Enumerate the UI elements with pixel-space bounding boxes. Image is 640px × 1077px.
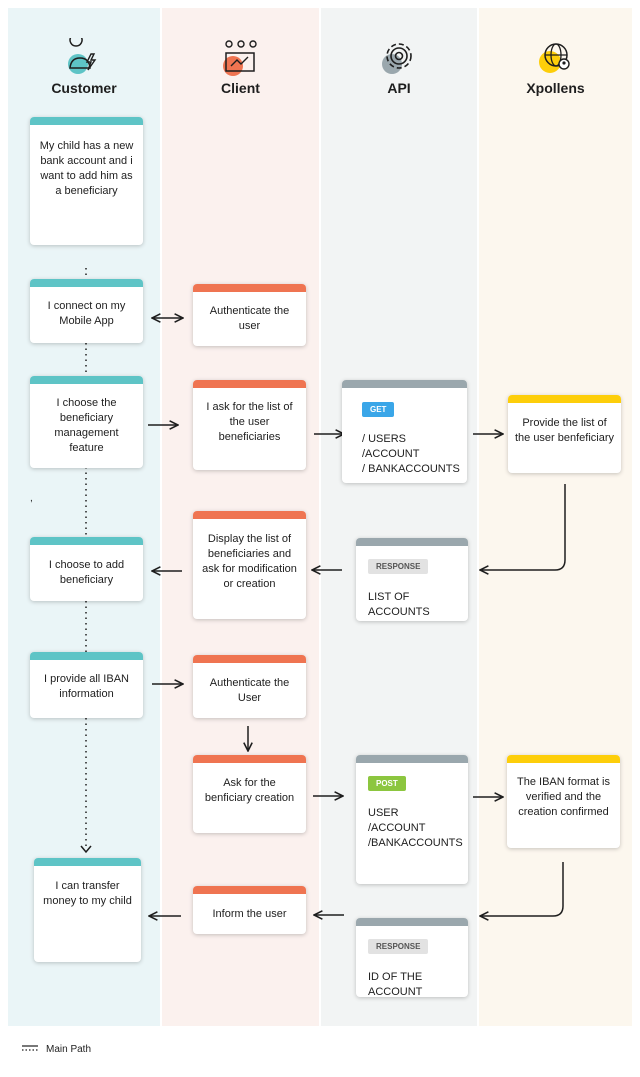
stray-mark: , <box>30 493 33 504</box>
card-text: I choose the beneficiary management feat… <box>54 397 119 454</box>
card-client-ask-creation: Ask for the benficiary creation <box>193 755 306 833</box>
lane-title-api: API <box>387 80 411 96</box>
card-client-display-list: Display the list of beneficiaries and as… <box>193 511 306 619</box>
card-api-get: GET / USERS /ACCOUNT / BANKACCOUNTS <box>342 380 467 483</box>
client-icon <box>162 38 319 83</box>
card-customer-connect: I connect on my Mobile App <box>30 279 143 343</box>
lane-title-xpollens: Xpollens <box>526 80 585 96</box>
endpoint-line: /ACCOUNT <box>368 822 426 834</box>
endpoint-line: /BANKACCOUNTS <box>368 837 463 849</box>
card-customer-transfer: I can transfer money to my child <box>34 858 141 962</box>
card-text: I ask for the list of the user beneficia… <box>206 401 293 443</box>
card-customer-add: I choose to add beneficiary <box>30 537 143 601</box>
endpoint-line: / BANKACCOUNTS <box>362 463 460 475</box>
card-text: Authenticate the user <box>209 305 290 332</box>
endpoint-line: /ACCOUNT <box>362 448 420 460</box>
card-text: Display the list of beneficiaries and as… <box>202 533 297 590</box>
card-text: My child has a new bank account and i wa… <box>39 140 134 197</box>
card-text: I choose to add beneficiary <box>48 559 125 586</box>
card-customer-iban: I provide all IBAN information <box>30 652 143 718</box>
main-path-legend-icon <box>22 1045 38 1051</box>
response-badge: RESPONSE <box>368 559 429 574</box>
card-api-response-list: RESPONSE LIST OF ACCOUNTS <box>356 538 468 621</box>
response-badge: RESPONSE <box>368 939 429 954</box>
card-client-authenticate-2: Authenticate the User <box>193 655 306 718</box>
card-api-response-id: RESPONSE ID OF THE ACCOUNT <box>356 918 468 998</box>
card-customer-choose-feature: I choose the beneficiary management feat… <box>30 376 143 468</box>
xpollens-globe-icon <box>479 38 632 83</box>
card-text: Inform the user <box>212 908 287 920</box>
get-badge: GET <box>362 402 395 417</box>
customer-icon <box>8 33 160 83</box>
legend-label: Main Path <box>46 1044 92 1055</box>
card-text: The IBAN format is verified and the crea… <box>517 776 610 818</box>
api-gear-icon <box>321 38 477 83</box>
card-customer-need: My child has a new bank account and i wa… <box>30 117 143 245</box>
response-line: LIST OF <box>368 591 410 603</box>
endpoint-line: USER <box>368 807 399 819</box>
post-badge: POST <box>368 776 406 791</box>
card-client-ask-list: I ask for the list of the user beneficia… <box>193 380 306 470</box>
card-client-authenticate: Authenticate the user <box>193 284 306 346</box>
lane-title-client: Client <box>221 80 260 96</box>
card-xpollens-iban-verified: The IBAN format is verified and the crea… <box>507 755 620 848</box>
card-text: Authenticate the User <box>209 677 290 704</box>
card-text: Ask for the benficiary creation <box>204 777 295 804</box>
card-text: I connect on my Mobile App <box>47 300 126 327</box>
response-line: ID OF THE ACCOUNT <box>368 971 423 998</box>
card-text: I provide all IBAN information <box>44 673 129 700</box>
lane-xpollens: Xpollens <box>479 8 632 1026</box>
card-text: Provide the list of the user benfeficiar… <box>514 417 615 444</box>
endpoint-line: / USERS <box>362 433 407 445</box>
card-api-post: POST USER /ACCOUNT /BANKACCOUNTS <box>356 755 468 884</box>
card-text: I can transfer money to my child <box>43 880 132 907</box>
response-line: ACCOUNTS <box>368 606 430 618</box>
lane-title-customer: Customer <box>51 80 117 96</box>
card-xpollens-provide-list: Provide the list of the user benfeficiar… <box>508 395 621 473</box>
card-client-inform: Inform the user <box>193 886 306 934</box>
